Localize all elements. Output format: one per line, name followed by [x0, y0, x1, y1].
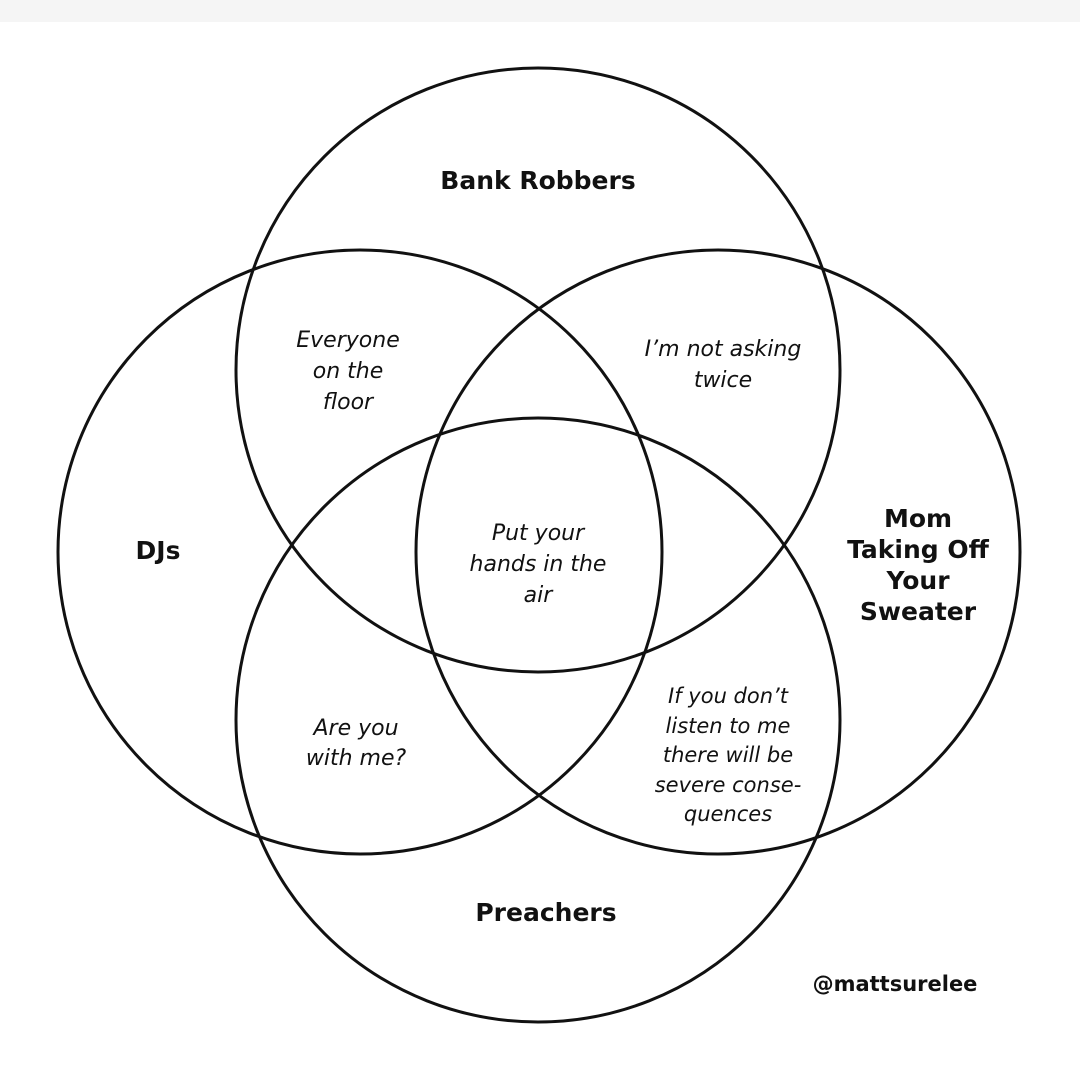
- set-label-preachers: Preachers: [475, 898, 617, 927]
- circle-bank-robbers: [234, 66, 842, 674]
- circle-djs: [56, 248, 664, 856]
- set-label-djs: DJs: [135, 536, 181, 565]
- set-label-mom: Mom Taking Off Your Sweater: [847, 504, 989, 626]
- circle-preachers: [234, 416, 842, 1024]
- overlap-label-djs-preachers: Are you with me?: [305, 716, 407, 771]
- set-label-bank-robbers: Bank Robbers: [440, 166, 636, 195]
- credit-handle: @mattsurelee: [812, 972, 978, 996]
- overlap-label-bank-robbers-mom: I’m not asking twice: [644, 337, 802, 393]
- overlap-label-djs-bank-robbers: Everyone on the floor: [296, 328, 400, 415]
- circle-mom: [414, 248, 1022, 856]
- overlap-label-all: Put your hands in the air: [469, 521, 607, 608]
- top-band: [0, 0, 1080, 22]
- overlap-label-mom-preachers: If you don’t listen to me there will be …: [654, 684, 802, 826]
